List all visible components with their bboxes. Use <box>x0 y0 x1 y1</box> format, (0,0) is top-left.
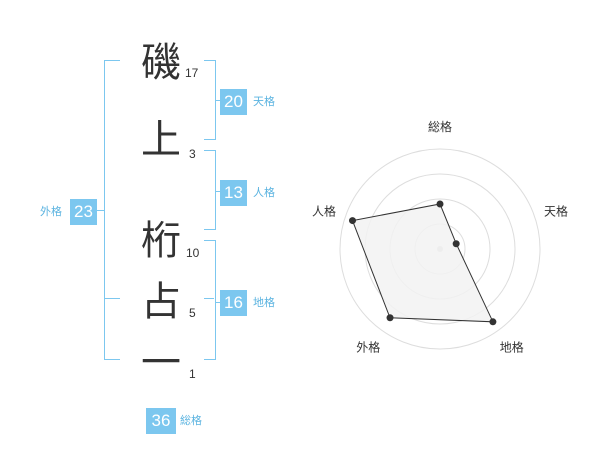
stroke-count-5: 1 <box>189 367 196 381</box>
name-char-5: 一 <box>141 340 181 386</box>
chikaku-bracket-divider <box>204 298 214 299</box>
radar-ring-4 <box>339 148 541 350</box>
jinkaku-label: 人格 <box>253 186 275 199</box>
name-char-4: 占 <box>141 279 181 325</box>
radar-axis-label-0: 総格 <box>428 119 452 134</box>
gaikaku-value: 23 <box>70 199 97 225</box>
radar-axis-label-2: 地格 <box>500 340 524 355</box>
jinkaku-bracket-pointer <box>215 191 221 192</box>
radar-axis-label-3: 外格 <box>356 340 380 355</box>
chikaku-bracket-pointer <box>215 302 221 303</box>
soukaku-label: 総格 <box>180 414 202 427</box>
stroke-count-4: 5 <box>189 306 196 320</box>
radar-axis-label-1: 天格 <box>544 203 568 218</box>
radar-axis-label-4: 人格 <box>312 203 336 218</box>
jinkaku-value: 13 <box>220 180 247 206</box>
tenkaku-bracket-pointer <box>215 100 221 101</box>
soukaku-value: 36 <box>146 408 176 434</box>
gaikaku-bracket-divider <box>104 298 120 299</box>
tenkaku-label: 天格 <box>253 95 275 108</box>
chikaku-label: 地格 <box>253 296 275 309</box>
gaikaku-label: 外格 <box>40 205 62 218</box>
gaikaku-bracket <box>104 60 120 360</box>
chikaku-value: 16 <box>220 290 247 316</box>
radar-points <box>349 200 497 326</box>
radar-point-2 <box>489 318 497 326</box>
tenkaku-value: 20 <box>220 89 247 115</box>
gaikaku-bracket-pointer <box>96 210 105 211</box>
stroke-count-1: 17 <box>185 66 199 80</box>
chikaku-bracket <box>204 240 216 360</box>
jinkaku-bracket <box>204 150 216 230</box>
radar-point-3 <box>386 314 394 322</box>
radar-point-1 <box>452 240 460 248</box>
name-char-3: 桁 <box>141 218 181 264</box>
name-char-1: 磯 <box>141 40 181 86</box>
stroke-count-2: 3 <box>189 147 196 161</box>
radar-shape <box>351 203 494 323</box>
radar-point-0 <box>436 200 444 208</box>
stroke-count-3: 10 <box>186 246 200 260</box>
radar-point-4 <box>349 217 357 225</box>
name-char-2: 上 <box>141 117 181 163</box>
